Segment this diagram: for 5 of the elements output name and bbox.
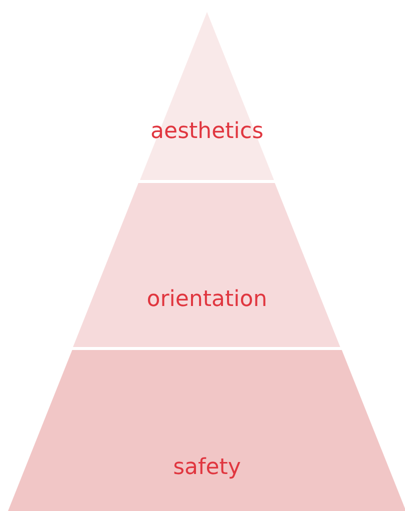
pyramid-tier	[73, 183, 341, 347]
tier-label: safety	[172, 455, 242, 480]
tier-label: orientation	[146, 287, 268, 312]
pyramid-tier	[8, 350, 405, 511]
tier-label: aesthetics	[150, 119, 264, 144]
